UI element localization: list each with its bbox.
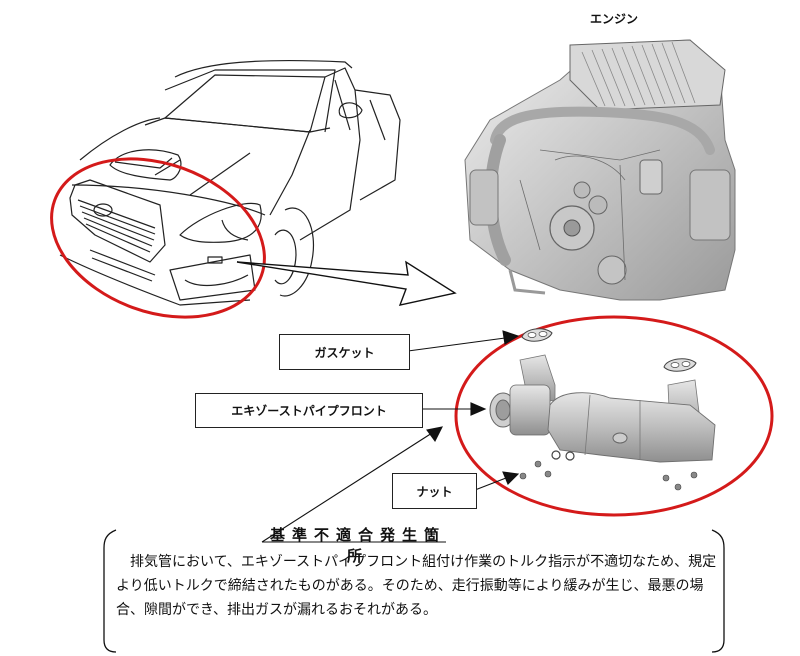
defect-description-text: 排気管において、エキゾーストパイプフロント組付け作業のトルク指示が不適切なため、… <box>116 554 717 618</box>
description-bracket <box>103 529 725 653</box>
engine-illustration <box>464 39 736 301</box>
car-front-highlight-ellipse <box>50 157 266 319</box>
engine-label: エンジン <box>590 12 639 26</box>
defect-description: 排気管において、エキゾーストパイプフロント組付け作業のトルク指示が不適切なため、… <box>116 550 726 622</box>
nut-callout-box: ナット <box>392 473 477 509</box>
exhaust-assembly-illustration <box>489 328 716 491</box>
car-illustration <box>59 59 401 306</box>
exhaust-pipe-front-label: エキゾーストパイプフロント <box>231 404 387 418</box>
callout-leaders <box>261 330 520 543</box>
section-title: 基準不適合発生箇所 <box>270 526 447 565</box>
exhaust-pipe-front-callout-box: エキゾーストパイプフロント <box>195 393 423 428</box>
gasket-label: ガスケット <box>314 345 375 360</box>
nut-label: ナット <box>416 484 453 499</box>
car-to-engine-arrow <box>236 260 457 306</box>
gasket-callout-box: ガスケット <box>279 334 410 370</box>
exhaust-highlight-ellipse <box>454 315 774 517</box>
